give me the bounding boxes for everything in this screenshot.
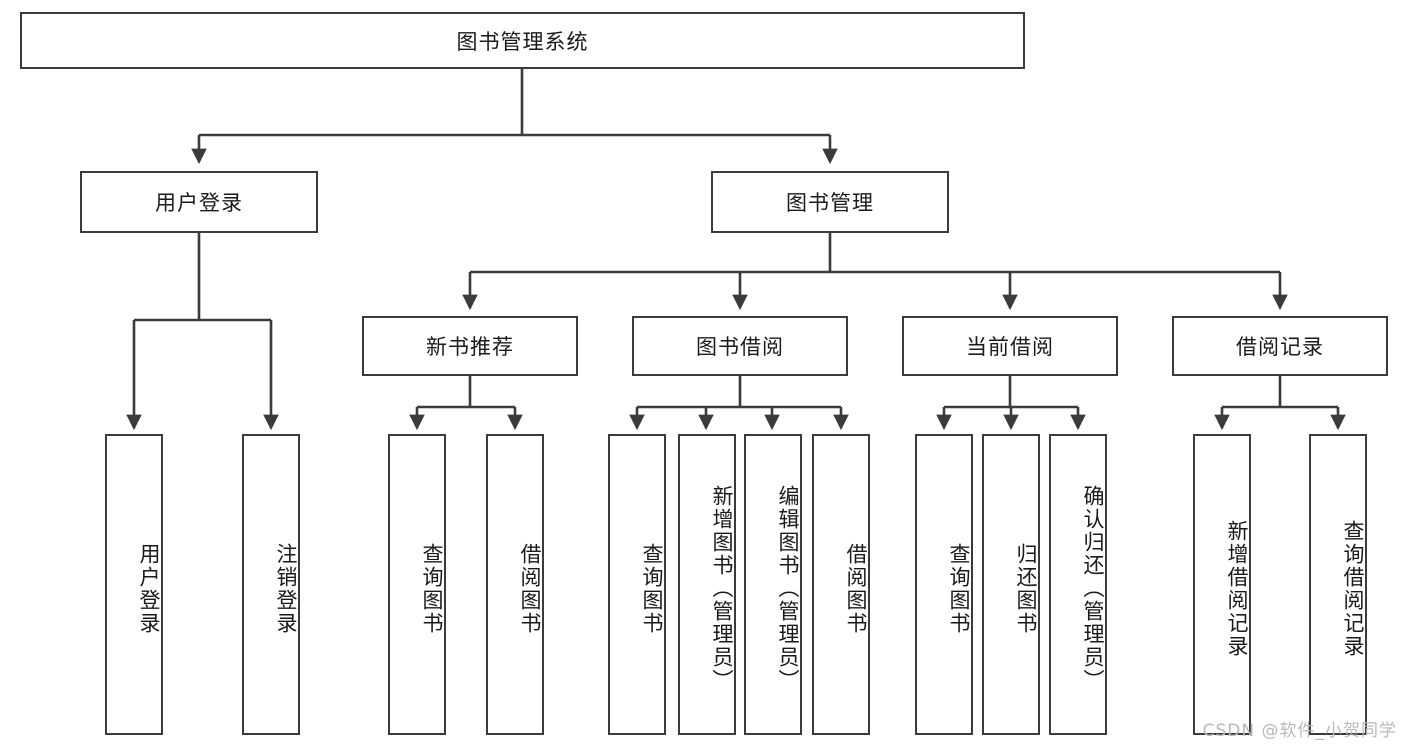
node-label: 新书推荐: [426, 335, 514, 359]
leaf-return-book[interactable]: 归还图书: [982, 434, 1040, 735]
node-label: 图书借阅: [696, 335, 784, 359]
node-label: 新增图书（管理员）: [710, 485, 734, 692]
leaf-borrow-book-borrow[interactable]: 借阅图书: [812, 434, 870, 735]
node-user-login[interactable]: 用户登录: [80, 171, 318, 233]
node-label: 查询图书: [420, 542, 444, 635]
leaf-query-book-new-book[interactable]: 查询图书: [388, 434, 446, 735]
node-root-book-management-system[interactable]: 图书管理系统: [20, 12, 1025, 69]
node-label: 查询图书: [947, 542, 971, 635]
node-label: 用户登录: [155, 191, 243, 215]
node-new-book-recommendation[interactable]: 新书推荐: [362, 316, 578, 376]
node-label: 编辑图书（管理员）: [776, 485, 800, 692]
node-label: 新增借阅记录: [1225, 519, 1249, 658]
node-label: 用户登录: [137, 542, 161, 635]
node-label: 查询借阅记录: [1341, 519, 1365, 658]
node-current-borrow[interactable]: 当前借阅: [902, 316, 1118, 376]
node-book-management[interactable]: 图书管理: [711, 171, 949, 233]
node-label: 图书管理: [786, 191, 874, 215]
leaf-logout-login[interactable]: 注销登录: [242, 434, 300, 735]
node-label: 注销登录: [274, 542, 298, 635]
node-label: 当前借阅: [966, 335, 1054, 359]
node-label: 借阅图书: [844, 542, 868, 635]
leaf-user-login[interactable]: 用户登录: [105, 434, 163, 735]
node-borrow-record[interactable]: 借阅记录: [1172, 316, 1388, 376]
leaf-add-borrow-record[interactable]: 新增借阅记录: [1193, 434, 1251, 735]
leaf-query-book-current[interactable]: 查询图书: [915, 434, 973, 735]
node-label: 借阅记录: [1236, 335, 1324, 359]
leaf-edit-book-admin[interactable]: 编辑图书（管理员）: [744, 434, 802, 735]
node-label: 归还图书: [1014, 542, 1038, 635]
node-label: 借阅图书: [518, 542, 542, 635]
leaf-add-book-admin[interactable]: 新增图书（管理员）: [678, 434, 736, 735]
leaf-query-book-borrow[interactable]: 查询图书: [608, 434, 666, 735]
node-book-borrow[interactable]: 图书借阅: [632, 316, 848, 376]
node-label: 查询图书: [640, 542, 664, 635]
leaf-borrow-book-new-book[interactable]: 借阅图书: [486, 434, 544, 735]
leaf-query-borrow-record[interactable]: 查询借阅记录: [1309, 434, 1367, 735]
node-label: 图书管理系统: [456, 29, 589, 54]
node-label: 确认归还（管理员）: [1081, 485, 1105, 692]
leaf-confirm-return-admin[interactable]: 确认归还（管理员）: [1049, 434, 1107, 735]
